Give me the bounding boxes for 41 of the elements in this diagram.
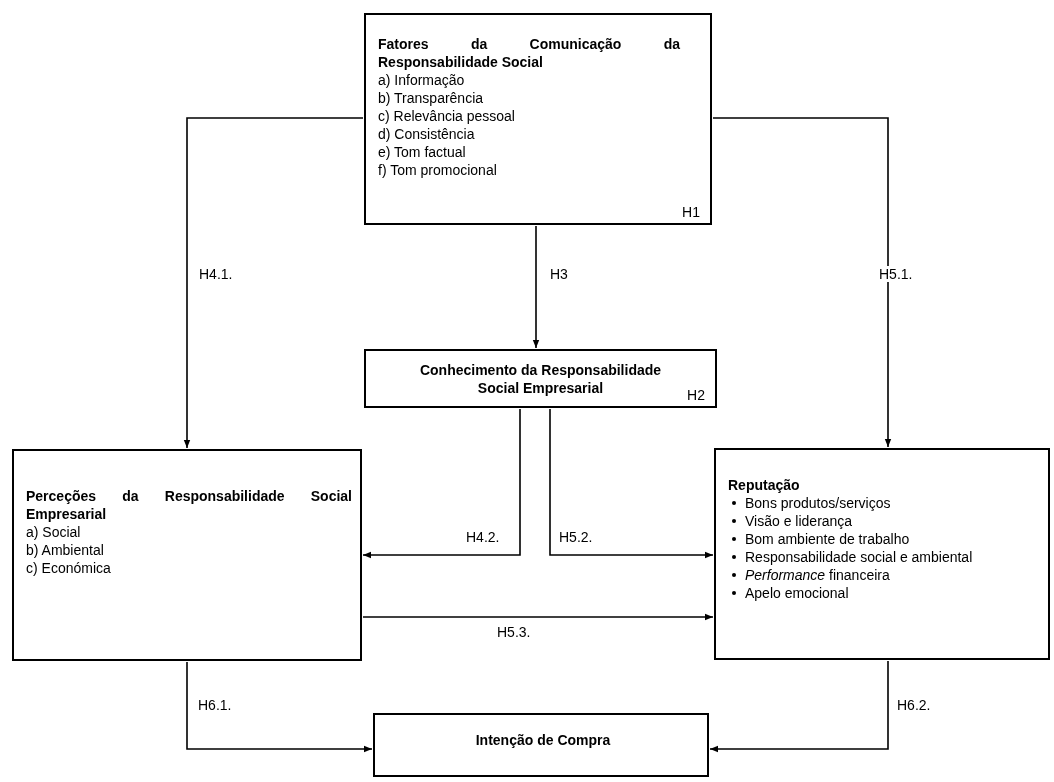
list-item: e) Tom factual bbox=[378, 143, 467, 161]
arrow bbox=[532, 225, 540, 349]
edge-label: H3 bbox=[550, 266, 568, 282]
arrow bbox=[362, 613, 714, 621]
hypothesis-tag: H2 bbox=[687, 386, 705, 404]
concept-box bbox=[373, 713, 709, 777]
node-heading: Reputação bbox=[728, 476, 801, 494]
edge-label: H5.1. bbox=[879, 266, 913, 282]
concept-box bbox=[364, 13, 712, 225]
list-item: c) Relevância pessoal bbox=[378, 107, 516, 125]
list-item: d) Consistência bbox=[378, 125, 476, 143]
edge-label: H5.3. bbox=[497, 624, 531, 640]
list-item: Bons produtos/serviços bbox=[745, 494, 891, 512]
concept-box bbox=[714, 448, 1050, 660]
arrow bbox=[183, 117, 364, 449]
list-item: f) Tom promocional bbox=[378, 161, 498, 179]
arrow bbox=[709, 660, 889, 753]
node-heading: Intenção de Compra bbox=[474, 731, 612, 749]
list-item: Bom ambiente de trabalho bbox=[745, 530, 910, 548]
edge-label: H6.1. bbox=[198, 697, 232, 713]
edge-label: H4.1. bbox=[199, 266, 233, 282]
list-item: a) Social bbox=[26, 523, 82, 541]
arrow bbox=[549, 408, 714, 559]
list-item: Visão e liderança bbox=[745, 512, 853, 530]
list-item: b) Transparência bbox=[378, 89, 485, 107]
list-item: Apelo emocional bbox=[745, 584, 849, 602]
list-item: Performance financeira bbox=[745, 566, 890, 584]
list-item: b) Ambiental bbox=[26, 541, 105, 559]
node-heading: Conhecimento da Responsabilidade Social Empresarial bbox=[418, 361, 663, 397]
edge-label: H6.2. bbox=[897, 697, 931, 713]
edge-label: H4.2. bbox=[466, 529, 500, 545]
list-item: a) Informação bbox=[378, 71, 466, 89]
list-item: Responsabilidade social e ambiental bbox=[745, 548, 973, 566]
arrow bbox=[186, 661, 373, 753]
arrow bbox=[362, 408, 521, 559]
hypothesis-tag: H1 bbox=[682, 203, 700, 221]
list-item: c) Económica bbox=[26, 559, 112, 577]
edge-label: H5.2. bbox=[559, 529, 593, 545]
concept-box bbox=[364, 349, 717, 408]
concept-box bbox=[12, 449, 362, 661]
arrow bbox=[712, 117, 892, 448]
